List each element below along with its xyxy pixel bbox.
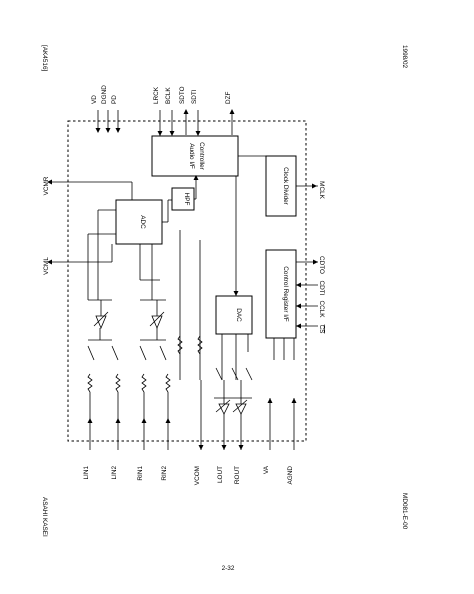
pin-label-cdti: CDTI — [318, 281, 325, 296]
chip-boundary — [67, 120, 307, 442]
pin-label-va: VA — [263, 465, 270, 474]
control-register-label: Control Register I/F — [282, 266, 289, 321]
internal-wiring — [47, 135, 318, 380]
controller-label: Controller — [198, 142, 205, 171]
pin-label-dzf: DZF — [225, 91, 232, 104]
pin-label-sdto: SDTO — [179, 86, 186, 104]
pin-label-cdto: CDTO — [318, 256, 325, 274]
pga-amplifier-left — [88, 299, 112, 330]
input-switches — [87, 328, 253, 381]
document-id: MD081-E-00 — [401, 493, 408, 530]
pin-label-pd: PD — [111, 95, 118, 104]
top-pin-arrows — [95, 109, 235, 136]
pga-amplifier-right — [140, 299, 166, 330]
clock-divider-block — [265, 155, 297, 217]
pin-label-cclk: CCLK — [318, 300, 325, 318]
pin-label-lout: LOUT — [217, 466, 224, 483]
pin-label-agnd: AGND — [287, 466, 294, 485]
pin-label-dgnd: DGND — [101, 85, 108, 104]
clock-divider-label: Clock Divider — [282, 167, 289, 206]
pin-label-lin1: LIN1 — [83, 466, 90, 480]
control-register-block — [265, 249, 297, 339]
revision-date: 1998/02 — [401, 45, 408, 69]
pin-label-bclk: BCLK — [165, 87, 172, 104]
pin-label-vd: VD — [91, 95, 98, 104]
adc-block — [115, 199, 163, 245]
audio-if-controller-block — [151, 135, 239, 177]
pin-label-sdti: SDTI — [191, 89, 198, 104]
right-pin-arrows — [296, 183, 318, 329]
dac-label: DAC — [235, 308, 242, 322]
pin-label-cs: CS — [318, 325, 325, 334]
hpf-label: HPF — [183, 193, 190, 206]
pin-label-rin2: RIN2 — [161, 466, 168, 481]
dac-block — [215, 295, 253, 335]
pin-label-vcom: VCOM — [194, 466, 201, 485]
output-amplifiers — [214, 380, 252, 415]
pin-label-mclk: MCLK — [318, 181, 325, 199]
pin-label-rout: ROUT — [234, 466, 241, 484]
pin-label-vcmr: VCMR — [43, 176, 50, 195]
bottom-pin-arrows — [87, 380, 297, 450]
pin-label-lin2: LIN2 — [111, 466, 118, 480]
pin-label-vcml: VCML — [43, 257, 50, 275]
company-name: ASAHI KASEI — [41, 497, 48, 537]
input-resistors — [87, 335, 203, 393]
pin-label-lrck: LRCK — [153, 86, 160, 104]
pin-label-rin1: RIN1 — [137, 466, 144, 481]
part-number: [AK4516] — [41, 45, 48, 72]
adc-label: ADC — [139, 215, 146, 229]
page-number: 2-32 — [222, 565, 235, 572]
audio-if-label: Audio I/F — [188, 143, 195, 169]
